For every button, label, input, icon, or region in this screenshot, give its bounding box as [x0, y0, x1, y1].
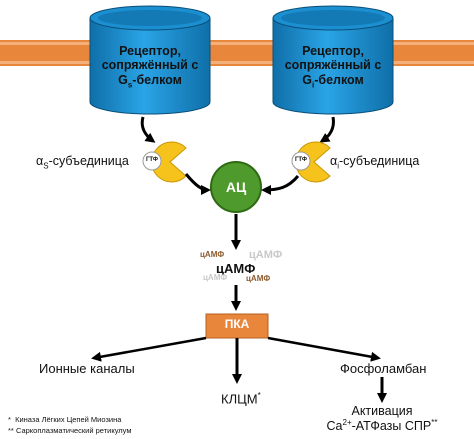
footnote-2: ** Саркоплазматический ретикулум [8, 426, 132, 435]
alpha-s-subunit [142, 141, 187, 183]
footnote-1: * Киназа Лёгких Цепей Миозина [8, 415, 122, 424]
cell-membrane [0, 40, 474, 66]
ac-label: АЦ [225, 179, 247, 195]
receptor-gi-line2: сопряжённый с [284, 58, 382, 73]
arrow-alpha-i-to-ac [261, 175, 300, 195]
camp-faded-4: цАМФ [246, 274, 271, 283]
pka-box [205, 313, 269, 339]
activation-line1: Активация [351, 404, 413, 418]
arrow-receptor-to-alpha-s [140, 116, 156, 143]
alpha-s-label: αS-субъединица [36, 154, 129, 171]
receptor-gs [89, 5, 211, 115]
receptor-gi [272, 5, 394, 115]
camp-faded-1: цАМФ [200, 250, 225, 259]
receptor-gs-label: Рецептор, сопряжённый с Gs-белком [92, 44, 208, 89]
activation-label: Активация Ca2+-АТФазы СПР** [322, 404, 442, 434]
receptor-gi-line3: Gi-белком [302, 72, 364, 90]
mlck-label: КЛЦМ* [221, 391, 261, 407]
alpha-i-subunit [291, 141, 331, 183]
alpha-i-label: αi-субъединица [330, 154, 420, 171]
arrow-receptor-to-alpha-i [319, 116, 335, 143]
pka-label: ПКА [224, 317, 250, 331]
alpha-s-gtp: ГТФ [146, 157, 158, 163]
activation-line2: Ca2+-АТФазы СПР** [326, 418, 438, 434]
ion-channels-label: Ионные каналы [39, 361, 135, 376]
receptor-gs-line2: сопряжённый с [101, 58, 199, 73]
receptor-gi-line1: Рецептор, [302, 44, 364, 58]
camp-faded-2: цАМФ [249, 249, 283, 261]
receptor-gs-line1: Рецептор, [119, 44, 181, 58]
arrow-pka-to-phospholamban [267, 336, 381, 362]
receptor-gi-label: Рецептор, сопряжённый с Gi-белком [275, 44, 391, 89]
phospholamban-label: Фосфоламбан [340, 361, 427, 376]
adenylate-cyclase [210, 161, 262, 213]
camp-main: цАМФ [216, 261, 256, 276]
arrow-alpha-s-to-ac [184, 173, 211, 195]
receptor-gs-line3: Gs-белком [118, 72, 182, 90]
camp-faded-3: цАМФ [203, 273, 228, 282]
alpha-i-gtp: ГТФ [295, 157, 307, 163]
arrow-pka-to-ion-channels [91, 336, 207, 362]
